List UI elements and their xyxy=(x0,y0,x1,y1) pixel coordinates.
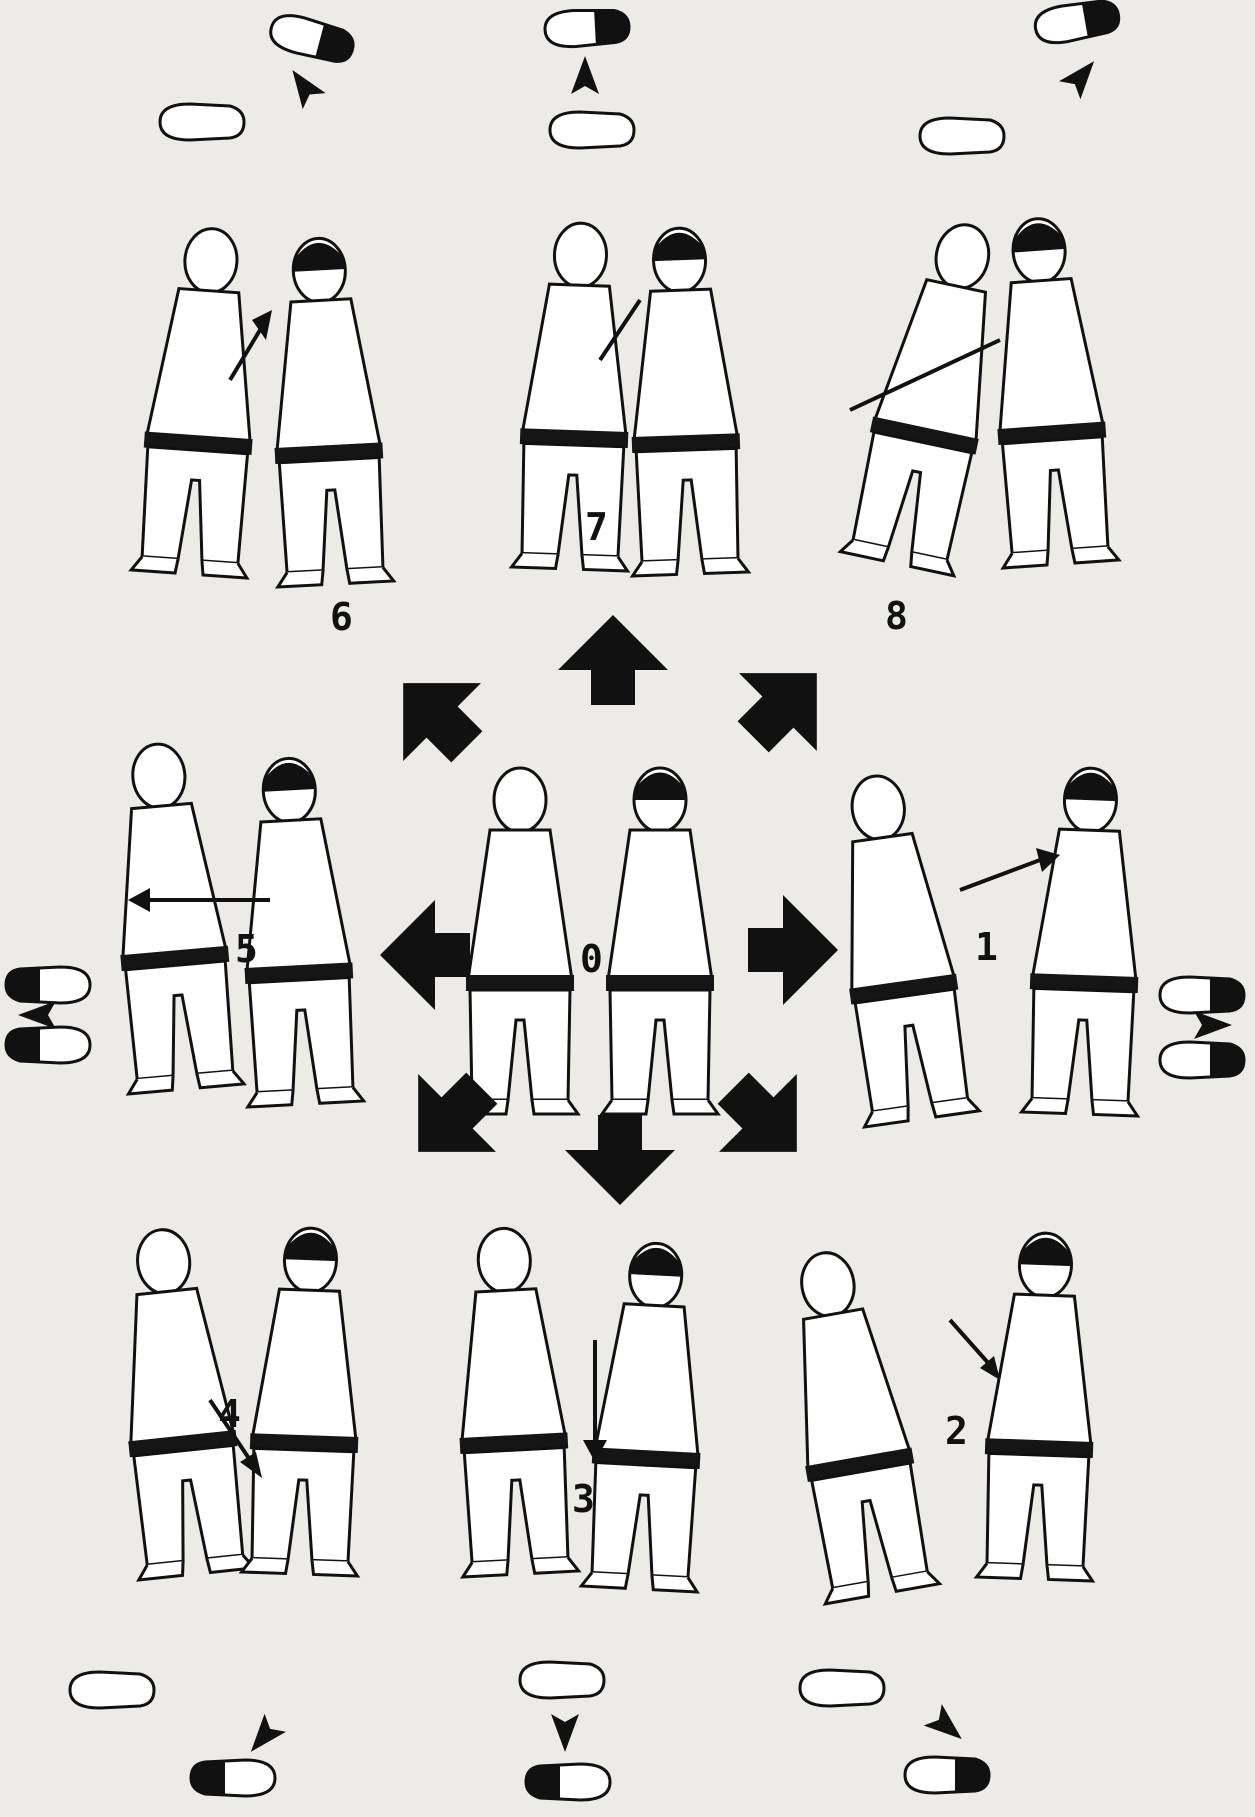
arrow-back-right xyxy=(694,1049,835,1190)
footprint-top-right xyxy=(920,0,1121,154)
panel-5 xyxy=(98,739,363,1107)
footprint-bottom-left xyxy=(70,1672,286,1796)
panel-3 xyxy=(445,1225,716,1592)
panel-label-5: 5 xyxy=(235,930,258,968)
footprint-left xyxy=(6,967,90,1063)
footprint-top-left xyxy=(160,10,357,140)
arrow-left xyxy=(380,900,470,1010)
panel-label-3: 3 xyxy=(572,1480,595,1518)
arrow-back xyxy=(565,1115,675,1205)
arrow-front-right xyxy=(714,634,855,775)
footprint-bottom-right xyxy=(800,1670,989,1793)
panel-label-0: 0 xyxy=(580,940,603,978)
panel-7 xyxy=(512,221,749,576)
footprint-bottom-center xyxy=(520,1662,610,1800)
panel-label-4: 4 xyxy=(218,1395,241,1433)
panel-8 xyxy=(840,213,1118,576)
footprint-right xyxy=(1160,977,1244,1078)
panel-label-1: 1 xyxy=(975,928,998,966)
panel-label-7: 7 xyxy=(585,508,608,546)
panel-label-2: 2 xyxy=(945,1412,968,1450)
panel-label-8: 8 xyxy=(885,597,908,635)
arrow-front xyxy=(558,615,668,705)
direction-arrows xyxy=(364,615,855,1205)
arrow-front-left xyxy=(364,644,505,785)
panel-6 xyxy=(131,225,393,587)
arrow-right xyxy=(748,895,838,1005)
panel-2 xyxy=(765,1231,1104,1604)
panel-label-6: 6 xyxy=(330,598,353,636)
footprint-top-center xyxy=(544,8,634,148)
